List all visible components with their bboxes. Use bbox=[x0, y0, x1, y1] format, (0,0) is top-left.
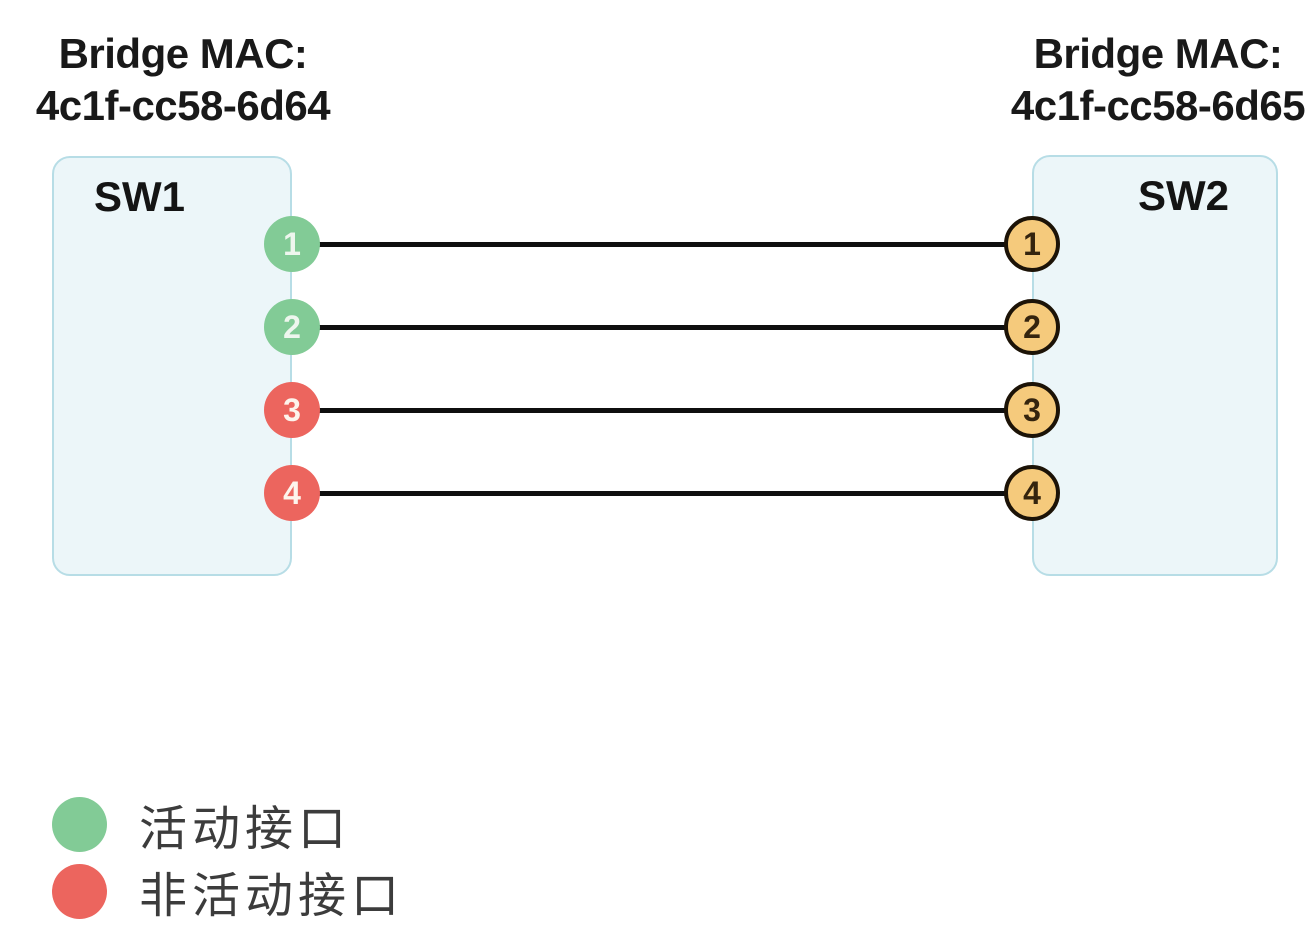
link-line-4 bbox=[316, 491, 1008, 496]
legend-label-active: 活动接口 bbox=[139, 803, 352, 856]
bridge-mac-label-sw1: Bridge MAC: bbox=[58, 30, 308, 77]
sw1-port-3: 3 bbox=[264, 382, 320, 438]
sw1-port-1: 1 bbox=[264, 216, 320, 272]
link-line-2 bbox=[316, 325, 1008, 330]
bridge-mac-title-sw2: Bridge MAC: 4c1f-cc58-6d65 bbox=[1002, 28, 1314, 132]
switch-sw2-box: SW2 bbox=[1032, 155, 1278, 576]
sw2-port-4: 4 bbox=[1004, 465, 1060, 521]
bridge-mac-value-sw1: 4c1f-cc58-6d64 bbox=[35, 82, 331, 129]
switch-sw2-label: SW2 bbox=[1137, 172, 1229, 219]
sw2-port-2: 2 bbox=[1004, 299, 1060, 355]
sw2-port-1: 1 bbox=[1004, 216, 1060, 272]
bridge-mac-title-sw1: Bridge MAC: 4c1f-cc58-6d64 bbox=[16, 28, 350, 132]
switch-sw1-box: SW1 bbox=[52, 156, 292, 576]
bridge-mac-value-sw2: 4c1f-cc58-6d65 bbox=[1010, 82, 1306, 129]
link-line-1 bbox=[316, 242, 1008, 247]
switch-sw1-label: SW1 bbox=[94, 173, 186, 220]
legend-item-inactive: 非活动接口 bbox=[52, 863, 404, 923]
sw1-port-4: 4 bbox=[264, 465, 320, 521]
legend-item-active: 活动接口 bbox=[52, 796, 351, 856]
sw2-port-3: 3 bbox=[1004, 382, 1060, 438]
bridge-mac-label-sw2: Bridge MAC: bbox=[1033, 30, 1283, 77]
sw1-port-2: 2 bbox=[264, 299, 320, 355]
link-line-3 bbox=[316, 408, 1008, 413]
legend-label-inactive: 非活动接口 bbox=[139, 870, 405, 923]
legend-dot-inactive-icon bbox=[52, 863, 107, 919]
legend-dot-active-icon bbox=[52, 796, 107, 852]
